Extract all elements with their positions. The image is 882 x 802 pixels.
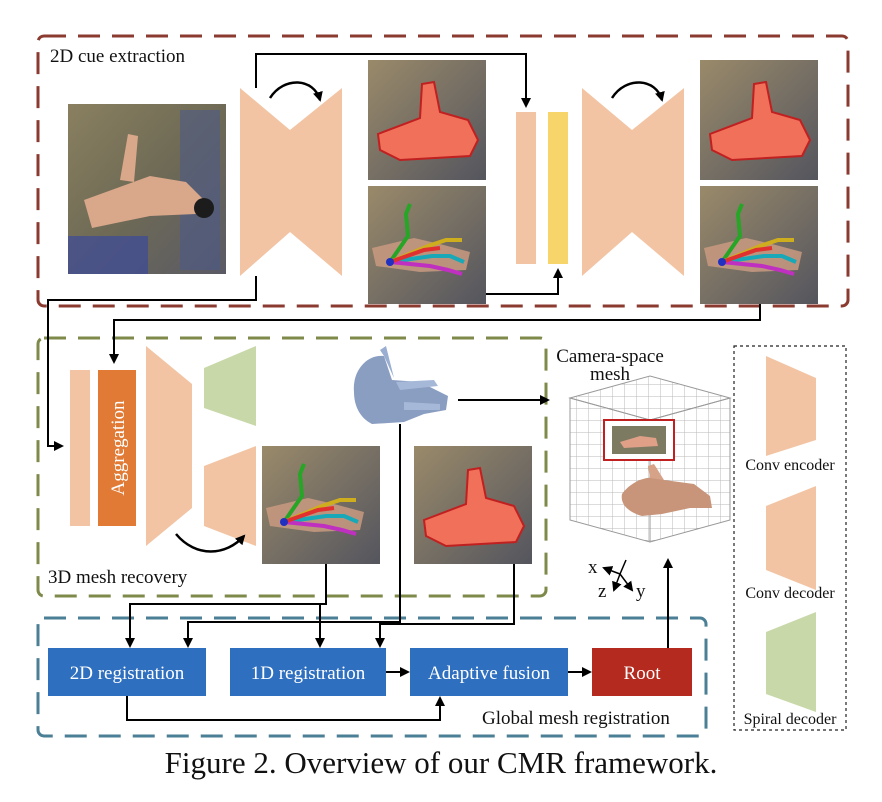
feature-stack bbox=[70, 370, 90, 526]
pose-image-1 bbox=[368, 186, 486, 304]
silhouette-image-2 bbox=[700, 60, 818, 180]
camera-mesh-title-line1: Camera-space bbox=[556, 346, 664, 367]
figure-caption: Figure 2. Overview of our CMR framework. bbox=[164, 745, 718, 780]
silhouette-image-3 bbox=[414, 446, 532, 564]
silhouette-to-reg1d-arrow bbox=[375, 564, 515, 648]
conv-encoder-2 bbox=[582, 88, 632, 276]
feature-skip-arrow bbox=[255, 53, 531, 108]
image-plane bbox=[603, 419, 675, 461]
feature-bar-peach bbox=[516, 112, 536, 264]
aggregation-label: Aggregation bbox=[108, 400, 129, 495]
cue-extraction-frame bbox=[36, 34, 850, 308]
root-label: Root bbox=[624, 663, 662, 684]
mesh-to-reg2d-arrow bbox=[183, 424, 401, 648]
legend-frame bbox=[733, 345, 847, 731]
adaptive-fusion-label: Adaptive fusion bbox=[428, 663, 550, 684]
registration-title: Global mesh registration bbox=[482, 708, 670, 729]
axis-z-label: z bbox=[598, 581, 606, 602]
feature-bar-yellow bbox=[548, 112, 568, 264]
skip-arrow-3 bbox=[175, 533, 246, 553]
reg-2d-label: 2D registration bbox=[70, 663, 185, 684]
aggregation-block bbox=[98, 370, 136, 526]
skip-arrow-1 bbox=[268, 81, 323, 102]
encoder-feature-arrow bbox=[47, 276, 257, 451]
camera-mesh-title-line2: mesh bbox=[590, 364, 631, 385]
input-hand-image bbox=[68, 104, 226, 274]
cue-extraction-title: 2D cue extraction bbox=[50, 46, 186, 67]
conv-encoder-3 bbox=[146, 346, 192, 546]
legend-conv-encoder-label: Conv encoder bbox=[745, 457, 835, 474]
conv-decoder-3 bbox=[204, 446, 256, 546]
legend-conv-encoder-shape bbox=[766, 356, 816, 456]
conv-decoder-1 bbox=[290, 88, 342, 276]
silhouette-image-1 bbox=[368, 60, 486, 180]
legend-spiral-decoder-label: Spiral decoder bbox=[744, 711, 838, 728]
reg-2d-block bbox=[48, 648, 206, 696]
legend-conv-decoder-label: Conv decoder bbox=[745, 585, 835, 602]
conv-decoder-2 bbox=[632, 88, 684, 276]
cmr-framework-diagram: 2D cue extraction 3D mesh recovery Globa… bbox=[36, 34, 850, 738]
pose-image-3 bbox=[262, 446, 380, 564]
predicted-hand-mesh bbox=[353, 346, 448, 424]
reg2d-to-fusion-arrow bbox=[126, 696, 445, 721]
mesh-recovery-title: 3D mesh recovery bbox=[48, 567, 188, 588]
reg-1d-label: 1D registration bbox=[251, 663, 366, 684]
axis-y-label: y bbox=[636, 581, 646, 602]
mesh-recovery-frame bbox=[36, 336, 548, 598]
mesh-to-reg1d-arrow bbox=[256, 603, 325, 648]
pose-to-reg2d-arrow bbox=[125, 564, 327, 648]
root-block bbox=[592, 648, 692, 696]
adaptive-fusion-block bbox=[410, 648, 568, 696]
legend-conv-decoder-shape bbox=[766, 486, 816, 590]
cue-concat-arrow bbox=[486, 268, 563, 295]
axis-x-label: x bbox=[588, 557, 598, 578]
coordinate-axes bbox=[602, 559, 634, 592]
spiral-decoder-main bbox=[204, 346, 256, 426]
pose-image-2 bbox=[700, 186, 818, 304]
legend-spiral-decoder-shape bbox=[766, 612, 816, 712]
conv-encoder-1 bbox=[240, 88, 290, 276]
skip-arrow-2 bbox=[610, 81, 665, 102]
reg-1d-block bbox=[230, 648, 386, 696]
camera-space-hand bbox=[621, 464, 712, 516]
registration-frame bbox=[36, 616, 708, 738]
cue-to-aggregation-arrow bbox=[109, 304, 761, 364]
